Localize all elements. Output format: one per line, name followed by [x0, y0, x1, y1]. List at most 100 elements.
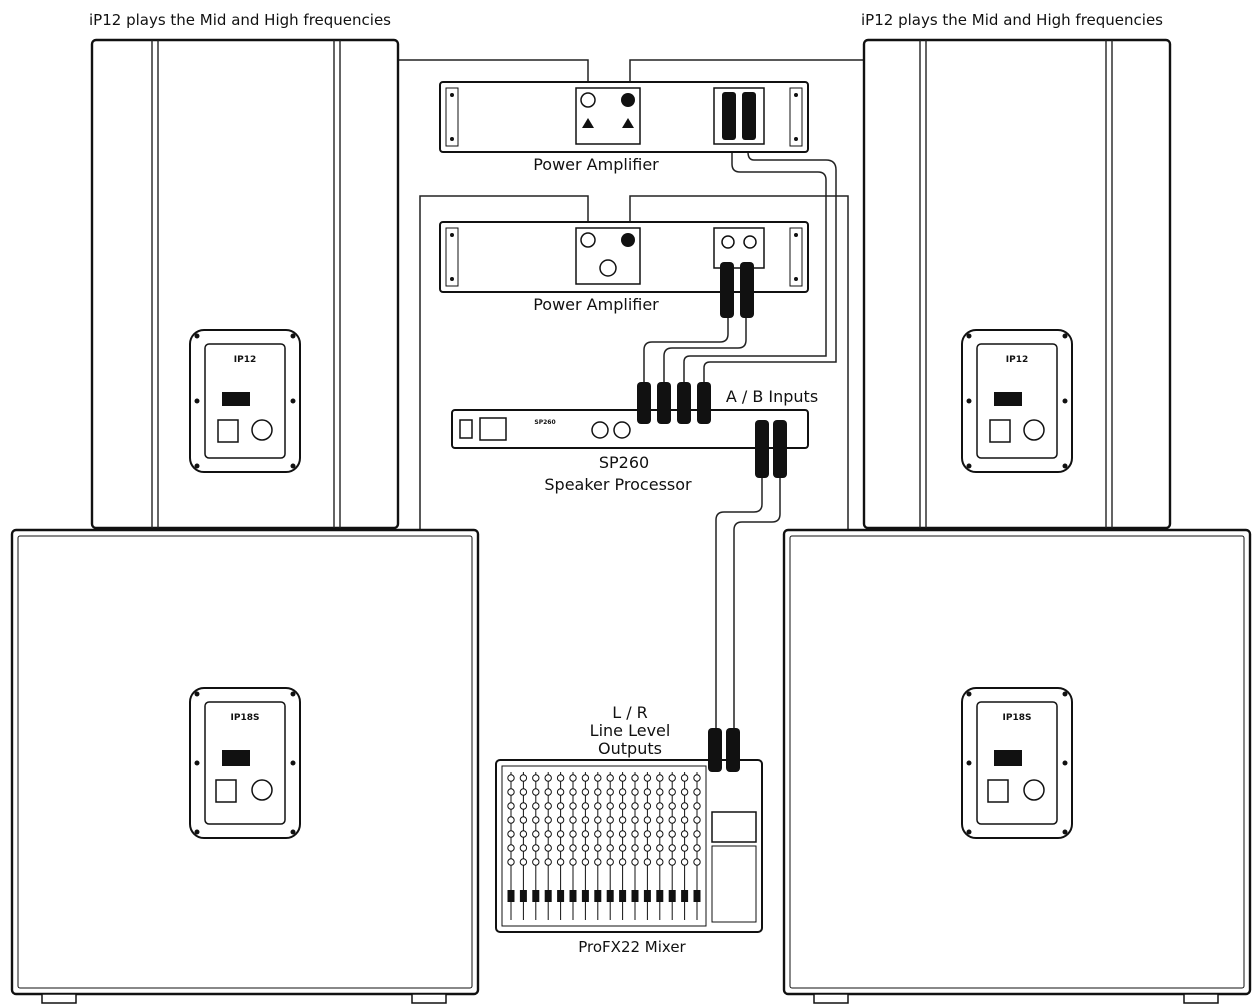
mixer-knob: [643, 788, 652, 796]
mixer-knob: [606, 788, 614, 796]
mixer-knob: [594, 830, 602, 838]
mixer-knob: [519, 774, 528, 782]
mixer-knob: [581, 844, 590, 852]
mixer-knob: [569, 844, 577, 852]
mixer-knob: [556, 774, 565, 782]
mixer-knob: [668, 802, 676, 810]
mixer-fader: [569, 890, 577, 902]
mixer-knob: [556, 858, 565, 866]
mixer-knob: [507, 830, 515, 838]
mixer-knob: [532, 858, 540, 866]
mixer-fader: [656, 890, 664, 902]
right-top-caption: iP12 plays the Mid and High frequencies: [861, 11, 1163, 29]
mixer-knob: [618, 802, 627, 810]
mixer-fader: [507, 890, 515, 902]
mixer-knob: [556, 830, 565, 838]
cable-mixer-to-proc-a: [715, 478, 763, 728]
sp260-model-label: SP260: [599, 453, 649, 472]
power-amplifier-2: Power Amplifier: [439, 221, 809, 318]
mixer-knob: [656, 844, 664, 852]
mixer-knob: [507, 816, 515, 824]
mixer-knob: [680, 816, 689, 824]
mixer-knob: [631, 844, 639, 852]
sp260-desc-label: Speaker Processor: [544, 475, 692, 494]
mixer-knob: [569, 774, 577, 782]
right-ip18s-badge: IP18S: [1003, 713, 1032, 723]
mixer-knob: [532, 830, 540, 838]
mixer-knob: [606, 802, 614, 810]
right-ip18s-subwoofer: IP18S: [782, 528, 1252, 1004]
mixer-knob: [693, 774, 701, 782]
ab-inputs-label: A / B Inputs: [726, 387, 818, 406]
mixer-knob: [556, 802, 565, 810]
mixer-knob: [618, 774, 627, 782]
mixer-knob: [519, 816, 528, 824]
mixer-knob: [618, 788, 627, 796]
right-ip12-speaker: IP12: [862, 38, 1172, 530]
mixer-knob: [532, 774, 540, 782]
mixer-knob: [532, 844, 540, 852]
mixer-knob: [519, 858, 528, 866]
mixer-knob: [656, 816, 664, 824]
mixer-knob: [507, 844, 515, 852]
mixer-knob: [581, 858, 590, 866]
mixer-knob: [631, 816, 639, 824]
profx22-mixer: L / R Line Level Outputs ProFX22 Mixer: [495, 703, 763, 956]
mixer-fader: [681, 890, 689, 902]
right-ip12-input-panel: IP12: [961, 329, 1073, 473]
mixer-knob: [668, 830, 676, 838]
mixer-knob: [544, 788, 552, 796]
mixer-knob: [544, 816, 552, 824]
mixer-knob: [680, 774, 689, 782]
mixer-label: ProFX22 Mixer: [578, 938, 686, 956]
sp260-processor: SP260 SP260 Speaker Processor A / B Inpu…: [451, 382, 818, 494]
mixer-knob: [618, 844, 627, 852]
mixer-knob: [680, 802, 689, 810]
sp260-badge: SP260: [534, 419, 555, 426]
mixer-fader: [581, 890, 589, 902]
mixer-knob: [693, 858, 701, 866]
left-ip18s-subwoofer: IP18S: [10, 528, 480, 1004]
mixer-knob: [594, 858, 602, 866]
mixer-fader: [532, 890, 540, 902]
mixer-outputs-label-3: Outputs: [598, 739, 662, 758]
left-ip18s-badge: IP18S: [231, 713, 260, 723]
mixer-knob: [569, 802, 577, 810]
power-amplifier-1: Power Amplifier: [439, 81, 809, 174]
left-ip12-badge: IP12: [234, 355, 256, 365]
right-ip12-badge: IP12: [1006, 355, 1028, 365]
mixer-fader: [643, 890, 651, 902]
mixer-knob: [507, 858, 515, 866]
mixer-knob: [544, 844, 552, 852]
mixer-knob: [680, 830, 689, 838]
left-ip12-speaker: IP12: [90, 38, 400, 530]
mixer-knob: [594, 802, 602, 810]
mixer-knob: [507, 802, 515, 810]
mixer-knob: [656, 830, 664, 838]
cable-proc-to-amp1-a: [683, 140, 827, 385]
mixer-knob: [631, 858, 639, 866]
mixer-knob: [532, 788, 540, 796]
mixer-knob: [606, 858, 614, 866]
mixer-knob: [581, 802, 590, 810]
mixer-fader: [594, 890, 602, 902]
mixer-knob: [668, 858, 676, 866]
mixer-knob: [594, 844, 602, 852]
mixer-knob: [631, 774, 639, 782]
mixer-knob: [618, 830, 627, 838]
mixer-knob: [631, 802, 639, 810]
amp2-label: Power Amplifier: [533, 295, 659, 314]
mixer-knob: [680, 844, 689, 852]
mixer-knob: [618, 816, 627, 824]
mixer-knob: [631, 788, 639, 796]
mixer-knob: [656, 788, 664, 796]
mixer-knob: [569, 858, 577, 866]
mixer-knob: [680, 788, 689, 796]
cable-mixer-to-proc-b: [733, 478, 781, 728]
cable-proc-to-amp2-b: [663, 318, 747, 385]
mixer-knob: [519, 844, 528, 852]
mixer-knob: [693, 816, 701, 824]
mixer-fader: [619, 890, 627, 902]
mixer-knob: [581, 816, 590, 824]
